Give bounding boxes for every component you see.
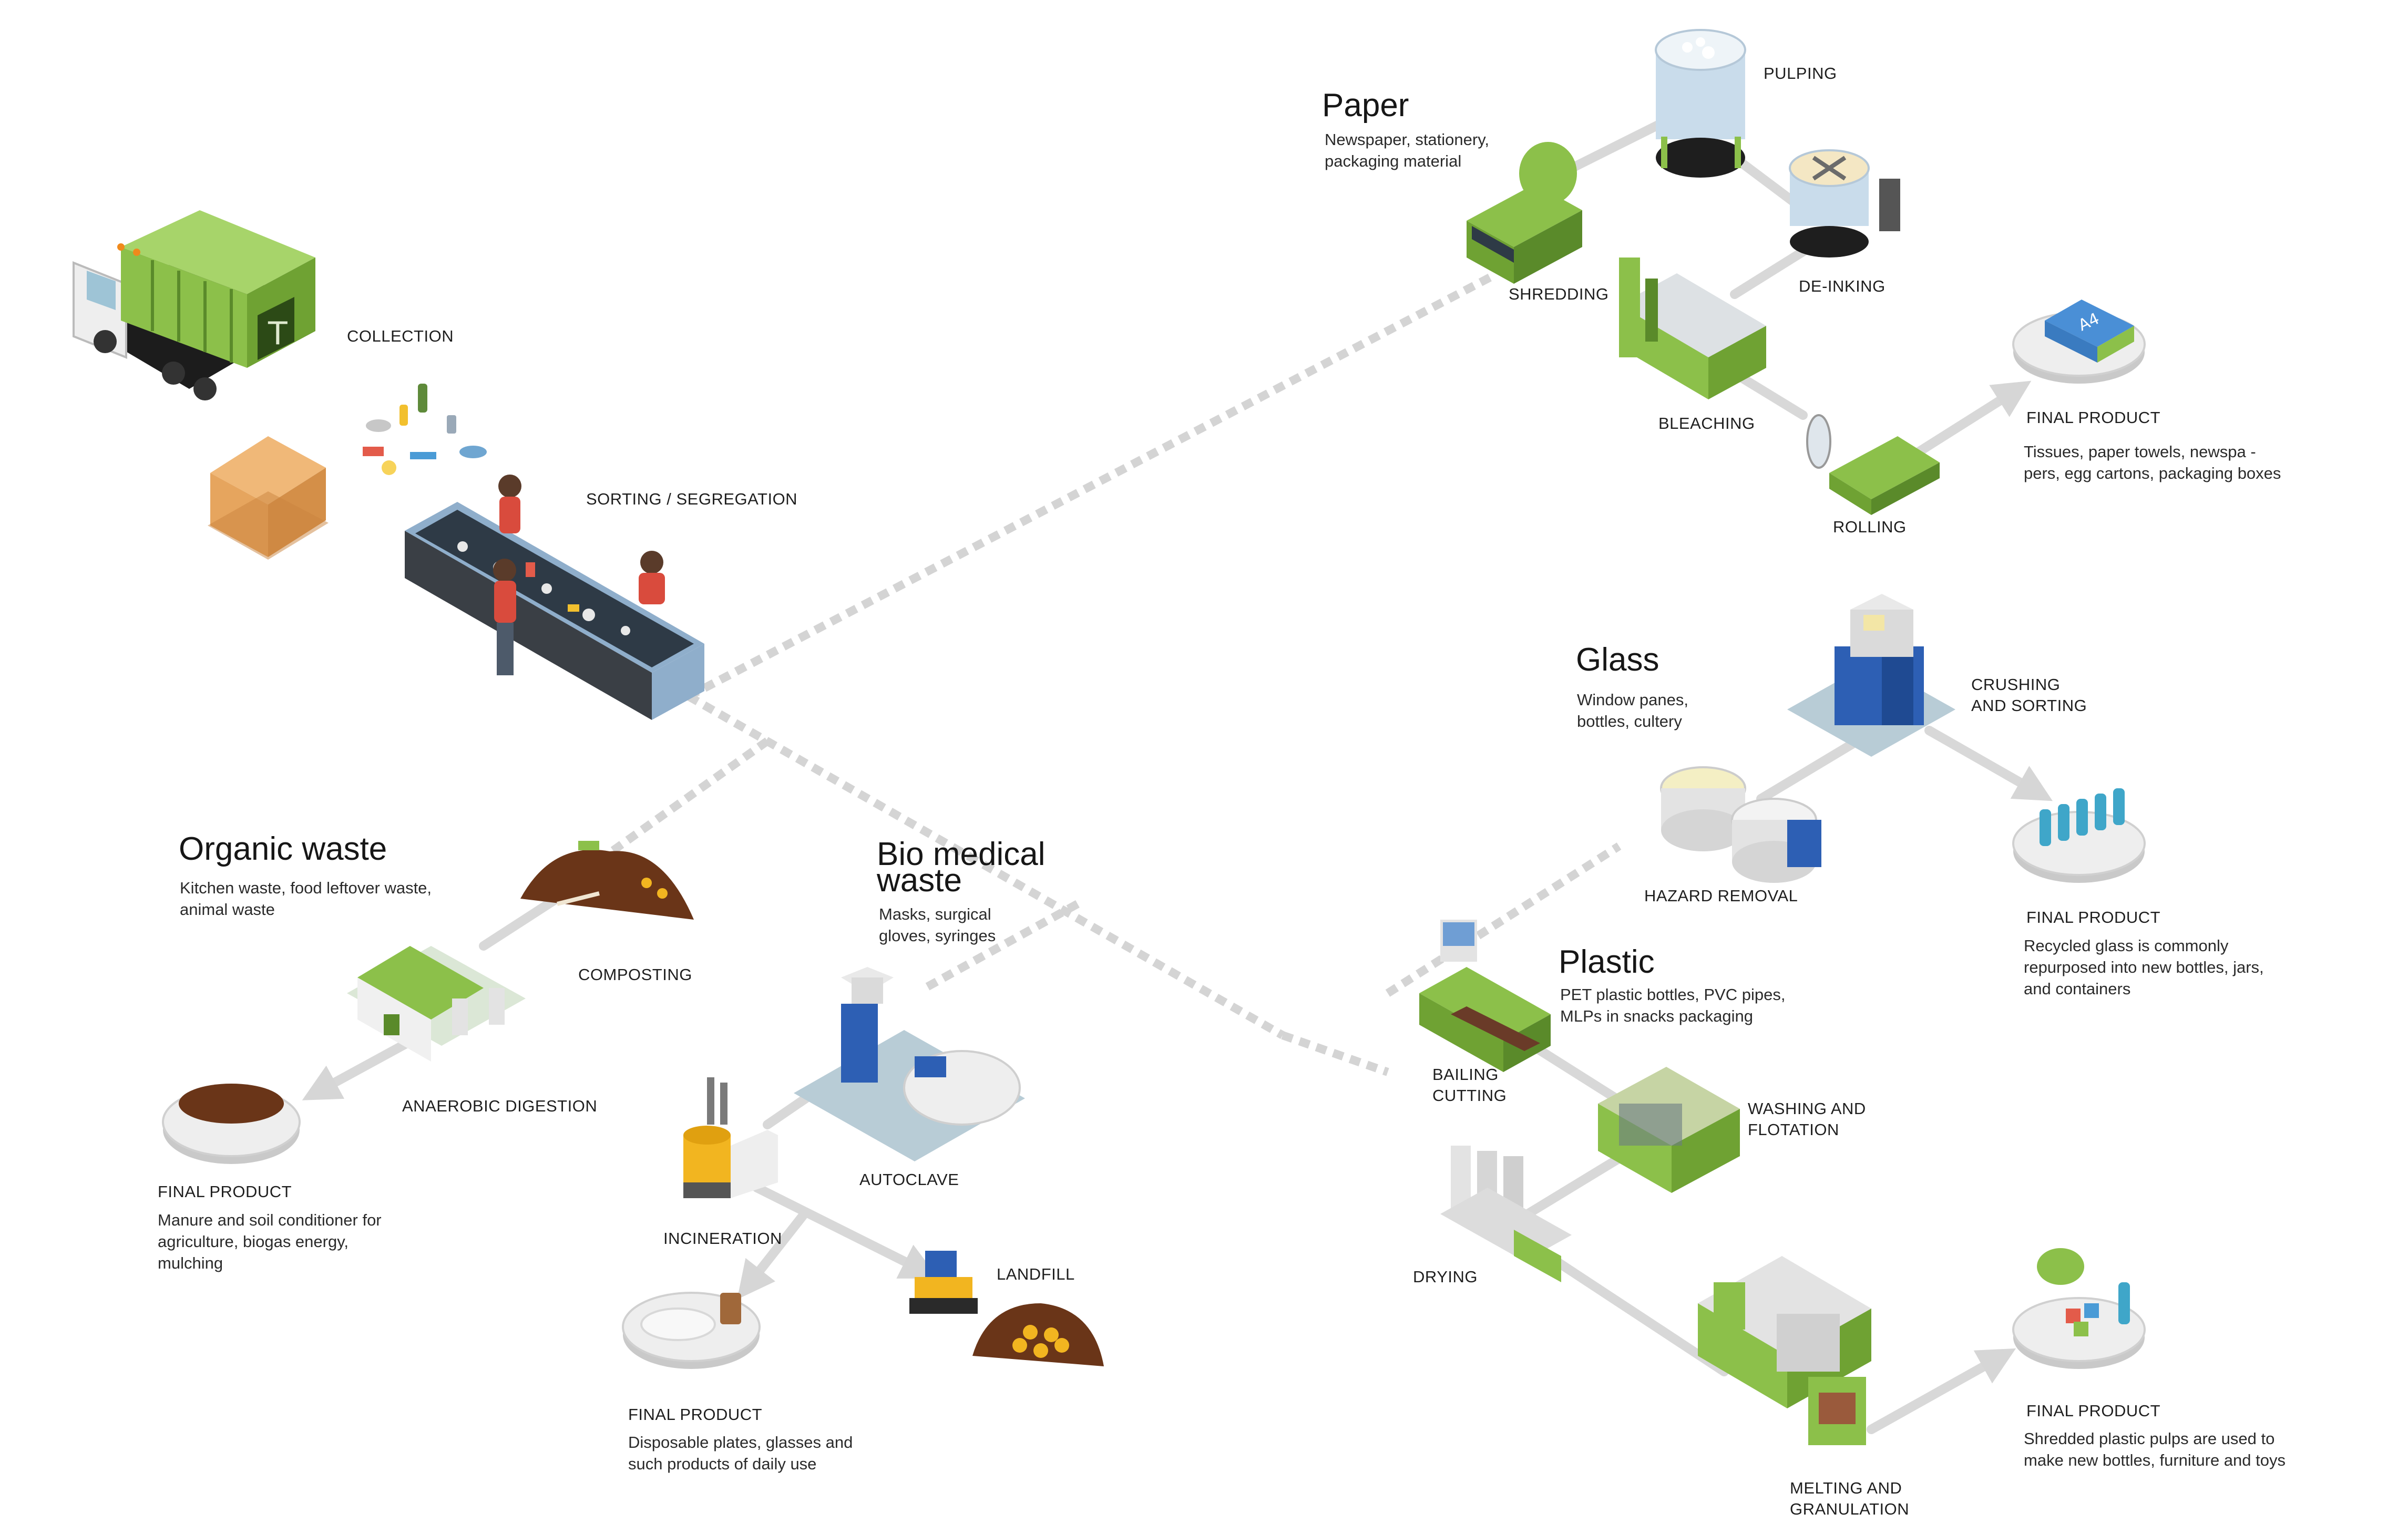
organic-title: Organic waste: [179, 831, 387, 867]
plastic-final-product-label: FINAL PRODUCT: [2026, 1402, 2161, 1420]
paper-final-product-plate: A4: [2012, 300, 2146, 384]
organic-final-product-label: FINAL PRODUCT: [158, 1182, 292, 1201]
worker-figures: [493, 475, 665, 675]
drying-label: DRYING: [1413, 1268, 1478, 1286]
glass-final-product-plate: [2012, 788, 2146, 883]
bailing-label-line2: CUTTING: [1432, 1086, 1507, 1105]
connector-to-paper: [686, 272, 1495, 701]
sorting-conveyor-illustration: [405, 475, 704, 720]
paper-subtitle: Newspaper, stationery, packaging materia…: [1325, 130, 1490, 170]
composting-label: COMPOSTING: [578, 965, 692, 984]
arrow-glass-final: [1924, 726, 2053, 801]
dotted-connectors: [602, 272, 1622, 1076]
de-inking-label: DE-INKING: [1799, 277, 1886, 295]
melting-granulation-machine-illustration: [1698, 1256, 1871, 1445]
hazard-removal-label: HAZARD REMOVAL: [1644, 887, 1798, 905]
paper-final-product-desc: Tissues, paper towels, newspa - pers, eg…: [2024, 442, 2281, 482]
connector-to-glass: [1385, 842, 1622, 997]
plastic-final-product-desc: Shredded plastic pulps are used to make …: [2024, 1429, 2286, 1469]
anaerobic-digester-illustration: [347, 946, 526, 1062]
cardboard-boxes-illustration: [208, 436, 329, 560]
connector-to-bio: [686, 693, 1285, 1039]
incineration-label: INCINERATION: [663, 1229, 782, 1248]
connector-bio-branch: [923, 900, 1080, 992]
glass-final-product-label: FINAL PRODUCT: [2026, 908, 2161, 926]
bailing-machine-illustration: [1419, 920, 1551, 1072]
anaerobic-digestion-label: ANAEROBIC DIGESTION: [402, 1097, 598, 1115]
pulping-label: PULPING: [1764, 64, 1837, 83]
landfill-label: LANDFILL: [997, 1265, 1075, 1283]
bio-final-product-label: FINAL PRODUCT: [628, 1405, 763, 1424]
drying-silos-illustration: [1440, 1146, 1572, 1282]
arrow-bio-landfill: [752, 1183, 939, 1279]
paper-final-product-label: FINAL PRODUCT: [2026, 408, 2161, 427]
connector-to-organic: [602, 737, 770, 860]
rolling-label: ROLLING: [1833, 518, 1907, 536]
plastic-title: Plastic: [1559, 944, 1655, 980]
washing-label-line2: FLOTATION: [1748, 1120, 1839, 1139]
process-lines: [302, 116, 2053, 1434]
rolling-machine-illustration: [1806, 414, 1940, 515]
bio-final-product-desc: Disposable plates, glasses and such prod…: [628, 1433, 853, 1473]
paper-shredder-illustration: [1467, 142, 1582, 284]
crushing-machine-illustration: [1787, 594, 1955, 757]
bailing-label-line1: BAILING: [1432, 1065, 1499, 1084]
bleaching-machine-illustration: [1619, 258, 1766, 399]
melting-label-line2: GRANULATION: [1790, 1500, 1910, 1518]
garbage-truck-illustration: T: [73, 210, 315, 400]
shredding-label: SHREDDING: [1509, 285, 1609, 303]
landfill-bulldozer-illustration: [909, 1251, 1104, 1366]
organic-subtitle: Kitchen waste, food leftover waste, anim…: [180, 879, 432, 919]
glass-title: Glass: [1576, 642, 1659, 678]
biomedical-subtitle: Masks, surgical gloves, syringes: [879, 905, 996, 945]
de-inking-tank-illustration: [1789, 149, 1900, 258]
biomedical-title-line2: waste: [877, 862, 962, 899]
glass-final-product-desc: Recycled glass is commonly repurposed in…: [2024, 936, 2264, 998]
compost-pile-illustration: [520, 841, 694, 920]
organic-final-product-plate: [162, 1084, 301, 1164]
arrow-plastic-final: [1867, 1348, 2016, 1434]
crushing-label-line1: CRUSHING: [1971, 675, 2061, 694]
autoclave-label: AUTOCLAVE: [859, 1170, 959, 1189]
mixed-waste-items-illustration: [363, 384, 487, 475]
collection-label: COLLECTION: [347, 327, 454, 345]
pulping-tank-illustration: [1655, 29, 1746, 178]
melting-label-line1: MELTING AND: [1790, 1479, 1902, 1497]
autoclave-illustration: [794, 967, 1025, 1161]
arrow-bio-final: [737, 1209, 809, 1300]
sorting-label: SORTING / SEGREGATION: [586, 490, 798, 508]
incinerator-illustration: [683, 1077, 778, 1198]
washing-flotation-machine-illustration: [1598, 1067, 1740, 1193]
bleaching-label: BLEACHING: [1658, 414, 1755, 433]
organic-final-product-desc: Manure and soil conditioner for agricult…: [158, 1211, 382, 1272]
arrow-paper-final: [1914, 380, 2032, 457]
glass-subtitle: Window panes, bottles, cultery: [1577, 691, 1688, 730]
bio-final-product-plate: [622, 1292, 761, 1369]
biomedical-title-line1: Bio medical: [877, 836, 1046, 872]
connector-to-plastic: [1281, 1031, 1389, 1076]
crushing-label-line2: AND SORTING: [1971, 696, 2087, 715]
plastic-subtitle: PET plastic bottles, PVC pipes, MLPs in …: [1560, 985, 1786, 1025]
svg-text:T: T: [268, 315, 288, 352]
plastic-final-product-plate: [2012, 1248, 2146, 1369]
hazard-removal-tanks-illustration: [1660, 766, 1821, 883]
paper-title: Paper: [1322, 87, 1409, 123]
washing-label-line1: WASHING AND: [1748, 1099, 1866, 1118]
